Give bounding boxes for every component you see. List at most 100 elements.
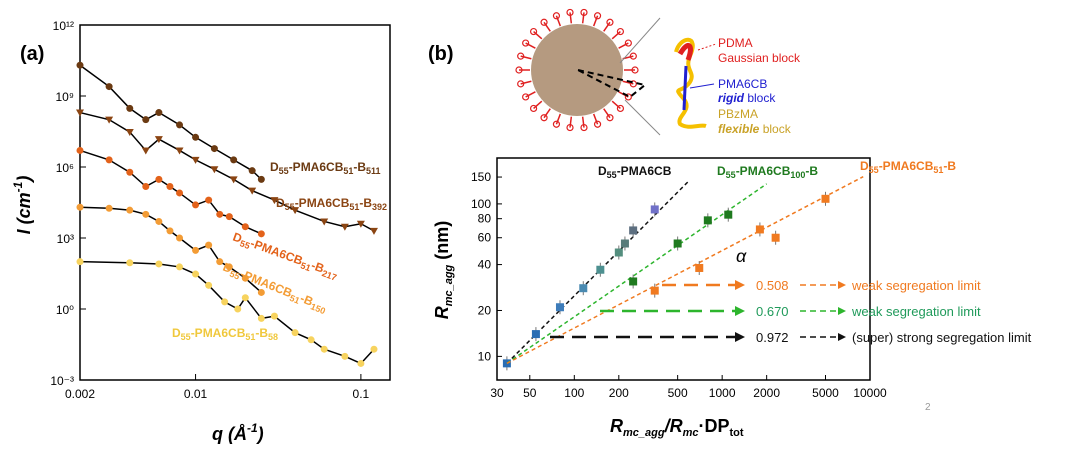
micelle-core (531, 24, 623, 116)
corona-chain (555, 113, 562, 125)
data-point (205, 281, 213, 289)
corona-end (529, 104, 538, 113)
data-point (370, 345, 378, 353)
data-point (821, 194, 830, 203)
data-point (76, 61, 84, 69)
y-tick-label: 80 (478, 212, 492, 226)
slope-value: 0.508 (756, 278, 789, 293)
corona-end (540, 114, 548, 122)
corona-chain (525, 91, 536, 98)
data-point (291, 207, 300, 215)
fit-line (506, 176, 864, 365)
x-tick-label: 0.002 (65, 387, 95, 401)
pdma-pointer (697, 43, 717, 51)
data-point (126, 168, 134, 176)
panel-a-frame (79, 24, 391, 381)
data-point (270, 312, 278, 320)
data-point (216, 210, 224, 218)
corona-end (631, 66, 639, 74)
corona-end (606, 114, 614, 122)
data-point (248, 187, 257, 195)
y-tick-label: 10⁶ (56, 161, 74, 175)
pbzma-label: PBzMA (718, 107, 758, 121)
x-tick-label: 100 (564, 386, 584, 400)
corona-end (517, 80, 525, 88)
corona-end (629, 80, 637, 88)
panel-a-label: (a) (20, 43, 44, 65)
corona-end (629, 52, 637, 60)
arrowhead (735, 332, 745, 342)
panel-b-ylabel: Rmc_agg (nm) (432, 221, 455, 320)
segregation-label: weak segregation limit (851, 304, 981, 319)
x-tick-label: 0.1 (353, 387, 370, 401)
panel-a-xlabel: q (Å-1) (212, 421, 264, 444)
corona-chain (525, 42, 536, 49)
series-label-b58: D55-PMA6CB51-B58 (172, 326, 278, 342)
panel-a-ylabel: I (cm-1) (11, 176, 34, 235)
arrowhead (838, 307, 846, 315)
corona-end (624, 93, 632, 101)
data-point (221, 298, 229, 306)
arrowhead (838, 281, 846, 289)
data-point (141, 147, 150, 155)
data-point (531, 330, 540, 339)
data-point (241, 294, 249, 302)
data-point (192, 270, 200, 278)
data-point (234, 305, 242, 313)
data-point (248, 167, 256, 175)
corona-chain (520, 55, 532, 60)
corona-chain (592, 113, 599, 125)
data-point (142, 116, 150, 124)
corona-end (517, 52, 525, 60)
data-point (241, 223, 249, 231)
corona-end (540, 18, 548, 26)
data-point (703, 216, 712, 225)
pdma-desc: Gaussian block (718, 51, 801, 65)
data-point (341, 352, 349, 360)
zoom-line-bottom (624, 99, 661, 136)
data-point (105, 204, 113, 212)
pma6cb-label: PMA6CB (718, 77, 767, 91)
corona-chain (592, 15, 599, 27)
data-point (126, 259, 134, 267)
data-point (210, 145, 218, 153)
data-point (614, 248, 623, 257)
corona-chain (611, 30, 621, 40)
corona-chain (603, 21, 611, 32)
data-point (724, 210, 733, 219)
corona-chain (622, 80, 634, 85)
corona-end (522, 93, 530, 101)
y-tick-label: 10¹² (53, 19, 74, 33)
x-tick-label: 10000 (853, 386, 887, 400)
data-point (76, 203, 84, 211)
data-point (166, 182, 174, 190)
data-point (175, 147, 184, 155)
data-point (155, 109, 163, 117)
data-point (291, 329, 299, 337)
series-label-pma6cb51-b: D55-PMA6CB51-B (860, 159, 956, 175)
corona-end (529, 27, 538, 36)
corona-end (616, 104, 625, 113)
pma6cb-pointer (689, 83, 715, 89)
data-point (340, 223, 349, 231)
data-point (257, 175, 265, 183)
data-point (555, 303, 564, 312)
data-point (205, 241, 213, 249)
data-point (192, 246, 200, 254)
y-tick-label: 20 (478, 303, 492, 317)
data-point (191, 156, 200, 164)
corona-end (566, 8, 574, 17)
data-point (257, 314, 265, 322)
micelle-schematic: PDMA Gaussian block PMA6CB rigid block P… (515, 8, 801, 136)
x-tick-label: 0.01 (184, 387, 208, 401)
data-point (126, 104, 134, 112)
x-tick-label: 30 (490, 386, 504, 400)
data-point (230, 156, 238, 164)
corona-end (624, 39, 632, 47)
data-point (216, 258, 224, 266)
corona-chain (555, 15, 562, 27)
data-point (105, 116, 114, 124)
data-point (76, 146, 84, 154)
alpha-label: α (736, 246, 747, 266)
corona-end (522, 39, 530, 47)
